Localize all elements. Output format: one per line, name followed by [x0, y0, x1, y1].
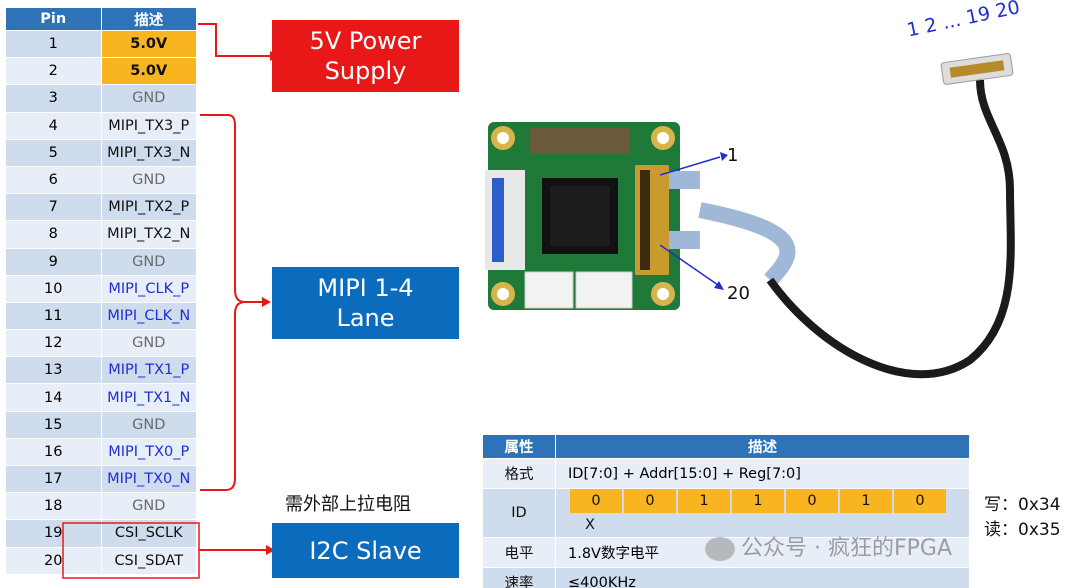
pin1-label: 1: [727, 145, 739, 166]
pin-description: CSI_SCLK: [100, 519, 197, 548]
id-bit: 1: [678, 489, 730, 513]
mipi-arrow-head: [262, 297, 271, 307]
pin-description: GND: [100, 247, 197, 276]
i2c-arrow-head: [266, 545, 275, 555]
level-row: 电平 1.8V数字电平: [482, 537, 970, 568]
mipi-callout-line2: Lane: [336, 304, 395, 332]
level-value: 1.8V数字电平: [555, 537, 970, 568]
power-callout-line1: 5V Power: [309, 27, 422, 55]
pin-description: GND: [100, 329, 197, 358]
pin-number: 13: [5, 356, 102, 385]
i2c-pin-box: [62, 522, 200, 579]
pin-number: 8: [5, 220, 102, 249]
pin-number: 17: [5, 464, 102, 494]
pin-number: 11: [5, 301, 102, 331]
id-bit: 0: [894, 489, 946, 513]
id-bit: 1: [840, 489, 892, 513]
attr-column-header: 属性: [482, 434, 556, 459]
pin-number: 5: [5, 138, 102, 167]
pin-number: 14: [5, 383, 102, 412]
pin-description: MIPI_CLK_P: [100, 274, 197, 303]
pin-number: 19: [5, 519, 102, 548]
level-key: 电平: [482, 537, 556, 568]
format-key: 格式: [482, 458, 556, 489]
header-connector-b: [575, 271, 633, 309]
cable-body: [766, 79, 1015, 379]
wechat-icon: [705, 537, 735, 561]
pin-number: 2: [5, 57, 102, 86]
id-key: ID: [482, 488, 556, 538]
rate-value: ≤400KHz: [555, 567, 970, 588]
id-bit: 1: [732, 489, 784, 513]
i2c-slave-callout: I2C Slave: [272, 523, 459, 578]
pin-pointer-arrows: [660, 152, 728, 290]
id-bit: 0: [570, 489, 622, 513]
fpc-cable-image: [698, 53, 1015, 379]
header-connector-a: [524, 271, 574, 309]
camera-board-image: [485, 122, 700, 310]
mipi-callout-line1: MIPI 1-4: [317, 274, 414, 302]
pin-description: MIPI_TX0_P: [100, 437, 197, 467]
pin-description: GND: [100, 165, 197, 195]
read-address: 读：0x35: [984, 520, 1061, 540]
pin-column-header: Pin: [5, 7, 102, 31]
pin-description: 5.0V: [100, 29, 197, 59]
rate-row: 速率 ≤400KHz: [482, 567, 970, 588]
pin-description: MIPI_TX1_P: [100, 356, 197, 385]
id-bit: 0: [624, 489, 676, 513]
pin-number: 1: [5, 29, 102, 59]
pin-number: 4: [5, 111, 102, 140]
watermark: 公众号 · 疯狂的FPGA: [705, 530, 952, 562]
desc-column-header-reg: 描述: [555, 434, 970, 459]
pin-number: 6: [5, 165, 102, 195]
format-row: 格式 ID[7:0] + Addr[15:0] + Reg[7:0]: [482, 458, 970, 489]
pin-description: MIPI_CLK_N: [100, 301, 197, 331]
watermark-text: 公众号 · 疯狂的FPGA: [741, 536, 952, 561]
pin-number: 20: [5, 546, 102, 575]
i2c-register-table: 属性 描述 格式 ID[7:0] + Addr[15:0] + Reg[7:0]…: [482, 434, 970, 588]
id-bit: 0: [786, 489, 838, 513]
power-supply-callout: 5V Power Supply: [272, 20, 459, 92]
pin-description: MIPI_TX1_N: [100, 383, 197, 412]
pullup-note: 需外部上拉电阻: [285, 494, 411, 515]
pin-description: MIPI_TX0_N: [100, 464, 197, 494]
id-bit: X: [585, 517, 595, 533]
pin-description: CSI_SDAT: [100, 546, 197, 575]
i2c-callout-label: I2C Slave: [309, 536, 422, 565]
pin-description: 5.0V: [100, 57, 197, 86]
format-value: ID[7:0] + Addr[15:0] + Reg[7:0]: [555, 458, 970, 489]
side-connector: [485, 170, 525, 270]
pin-number: 3: [5, 84, 102, 113]
pin-description: MIPI_TX2_P: [100, 193, 197, 222]
mipi-brace: [200, 114, 268, 491]
cable-start: [669, 171, 700, 249]
pin-description: GND: [100, 410, 197, 439]
write-address: 写：0x34: [984, 495, 1061, 515]
pin-number: 15: [5, 410, 102, 439]
board-connector-top: [530, 128, 630, 154]
power-callout-line2: Supply: [324, 57, 407, 85]
power-arrow-line: [198, 23, 270, 57]
rate-key: 速率: [482, 567, 556, 588]
pin-description: MIPI_TX3_N: [100, 138, 197, 167]
mipi-lane-callout: MIPI 1-4 Lane: [272, 267, 459, 339]
pin-number: 16: [5, 437, 102, 467]
pin20-label: 20: [727, 283, 750, 304]
